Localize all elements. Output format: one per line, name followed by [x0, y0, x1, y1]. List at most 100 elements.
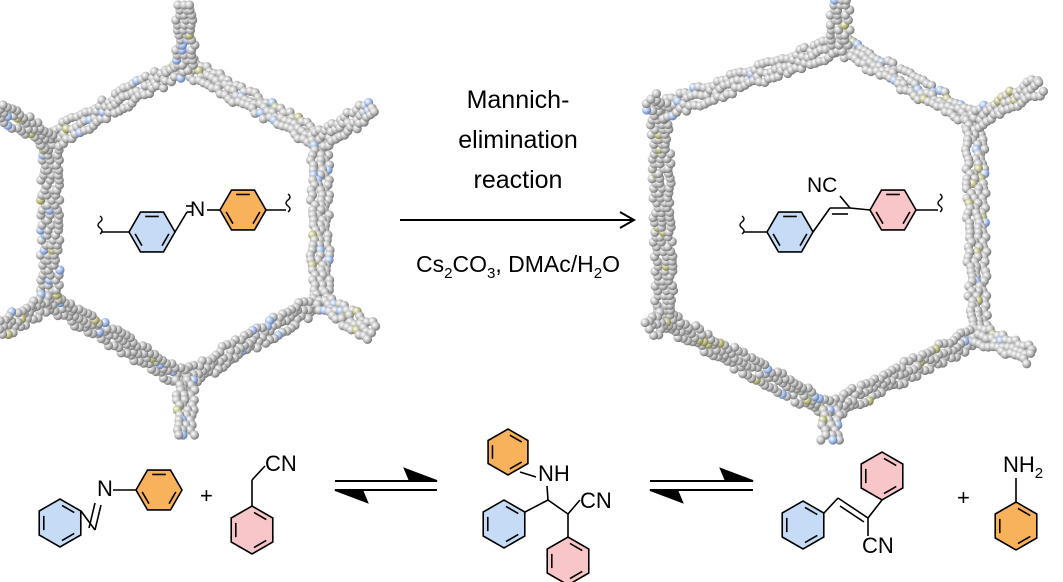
wavy-bond-left	[739, 215, 745, 235]
labels: N NC N + CN NH CN CN + NH2	[97, 174, 1043, 558]
framework-atom	[790, 397, 800, 407]
aromatic-double-bond	[799, 233, 808, 247]
framework-atom	[344, 310, 354, 320]
framework-atom	[362, 334, 373, 344]
bond	[546, 485, 549, 501]
equilibrium-forward-head-2	[719, 467, 754, 482]
imine-n-label: N	[97, 476, 113, 501]
equilibrium-arrows	[334, 467, 754, 504]
aromatic-double-bond	[569, 570, 583, 580]
aromatic-double-bond	[252, 211, 261, 225]
bond	[519, 471, 537, 478]
bond	[80, 510, 96, 531]
orange-benzene-ring	[994, 501, 1038, 551]
wavy-bond-right	[285, 193, 291, 213]
orange-benzene-ring	[219, 189, 267, 231]
blue-benzene-ring	[128, 211, 176, 253]
aromatic-double-bond	[902, 211, 911, 225]
aromatic-double-bond	[253, 511, 267, 521]
framework-atom	[691, 321, 701, 331]
framework-atom	[0, 324, 5, 334]
aromatic-double-bond	[134, 233, 143, 247]
framework-atom	[369, 107, 379, 117]
bond	[94, 504, 102, 531]
reagents-label: Cs2CO3, DMAc/H2O	[416, 251, 620, 282]
framework-atom	[888, 58, 898, 68]
orange-benzene-ring	[487, 428, 529, 476]
bond	[174, 211, 188, 233]
reaction-conditions: Mannich- elimination reaction Cs2CO3, DM…	[400, 86, 637, 282]
aromatic-double-bond	[61, 504, 75, 514]
aromatic-double-bond	[505, 505, 519, 515]
framework-atom	[366, 328, 377, 338]
framework-atom	[0, 316, 5, 326]
framework-atom	[370, 321, 381, 331]
framework-atom	[640, 317, 650, 328]
aromatic-double-bond	[253, 539, 267, 549]
aromatic-double-bond	[772, 233, 781, 247]
framework-atom	[174, 430, 184, 440]
bond	[839, 195, 851, 209]
framework-atom	[834, 435, 844, 445]
framework-atom	[926, 80, 937, 90]
framework-left-imine-cof	[0, 0, 381, 440]
condition-line-3: reaction	[474, 166, 563, 194]
aromatic-double-bond	[168, 491, 177, 505]
aromatic-double-bond	[883, 457, 897, 467]
blue-benzene-ring	[38, 498, 82, 548]
equilibrium-reverse-head-2	[649, 489, 684, 504]
aromatic-double-bond	[141, 491, 150, 505]
aromatic-double-bond	[505, 533, 519, 543]
framework-atom	[816, 435, 826, 445]
bond	[567, 499, 581, 515]
aromatic-double-bond	[1017, 507, 1031, 517]
bond	[812, 207, 831, 233]
pink-benzene-ring	[230, 505, 274, 555]
framework-atom	[0, 100, 8, 110]
molecules	[38, 189, 1038, 582]
framework-atom	[303, 313, 313, 324]
framework-atom	[841, 0, 852, 5]
plus-sign-2: +	[957, 485, 970, 510]
plus-sign-1: +	[200, 483, 213, 508]
aniline-nh2-label: NH2	[1003, 452, 1043, 482]
nc-label-top: NC	[807, 174, 837, 197]
framework-atom	[158, 83, 169, 93]
aromatic-double-bond	[875, 211, 884, 225]
bond	[837, 497, 869, 519]
framework-atom	[189, 430, 200, 440]
bond	[823, 497, 839, 514]
framework-right-vinylene-cof	[640, 0, 1049, 445]
aromatic-double-bond	[161, 233, 170, 247]
blue-benzene-ring	[781, 500, 825, 550]
bond	[867, 499, 883, 519]
aromatic-double-bond	[509, 434, 523, 443]
nitrile-cn-label: CN	[265, 451, 297, 476]
intermediate-cn-label: CN	[580, 488, 612, 513]
framework-atom	[1022, 359, 1032, 369]
bond	[849, 207, 871, 211]
bond	[547, 499, 569, 515]
framework-atom	[1038, 86, 1049, 96]
framework-atom	[152, 81, 162, 91]
reaction-arrow-head	[619, 211, 637, 229]
blue-benzene-ring	[766, 211, 814, 253]
imine-n-label-top: N	[190, 198, 205, 221]
bond	[251, 465, 266, 481]
bond	[524, 499, 549, 513]
bond	[88, 502, 96, 529]
aromatic-double-bond	[1017, 535, 1031, 545]
condition-line-1: Mannich-	[467, 86, 570, 114]
framework-atom	[1034, 77, 1044, 88]
condition-line-2: elimination	[458, 126, 578, 154]
product-cn-label: CN	[862, 533, 894, 558]
equilibrium-forward-head-1	[403, 467, 438, 482]
pink-benzene-ring	[869, 189, 917, 231]
pink-benzene-ring	[860, 451, 904, 501]
bond	[839, 505, 865, 523]
pink-benzene-ring	[546, 536, 590, 582]
blue-benzene-ring	[482, 499, 526, 549]
wavy-bond-left	[97, 215, 103, 235]
aromatic-double-bond	[804, 506, 818, 516]
